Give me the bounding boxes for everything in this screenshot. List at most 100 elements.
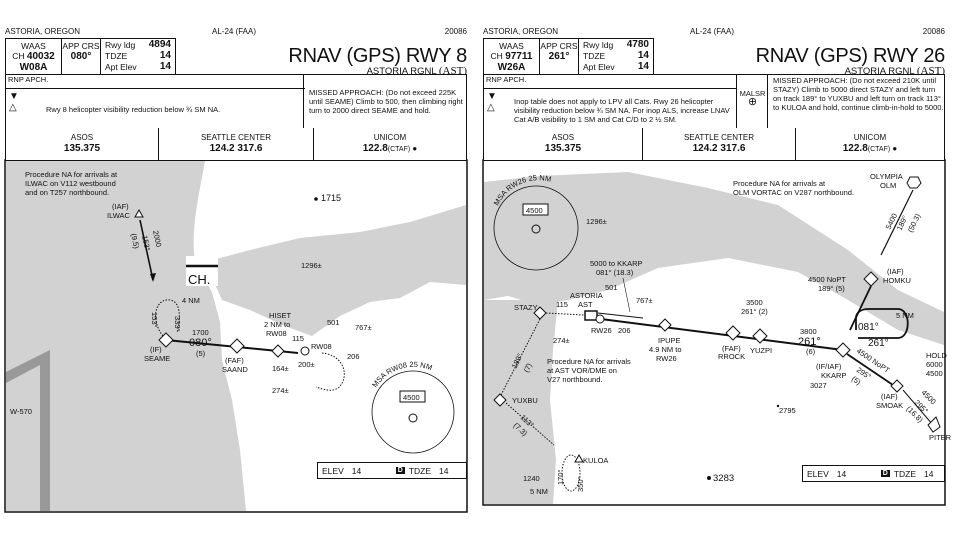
kuloa-label: KULOA: [583, 456, 608, 465]
hold-pattern: [855, 308, 909, 339]
elev-501: 501: [605, 283, 618, 292]
restricted-area-w570: [6, 350, 50, 511]
comm-label: ASOS: [70, 133, 94, 142]
chart-id: AL-24 (FAA): [690, 27, 735, 36]
hold-leg: 5 NM: [896, 311, 914, 320]
rw26-label: RW26: [591, 326, 612, 335]
hold-261: 261°: [868, 338, 889, 349]
procedure-na-note-5: V27 northbound.: [547, 375, 602, 384]
tdze-box-label: TDZE: [408, 465, 432, 476]
notes-box: RNP APCH. ▼△ Inop table does not apply t…: [483, 74, 945, 130]
ilwac-fix-icon: [134, 208, 144, 218]
channel-prefix: CH: [12, 51, 25, 61]
stazy-label: STAZY: [514, 303, 538, 312]
elev-164: 164±: [272, 364, 289, 373]
transition-label: 5000 to KKARP: [590, 259, 643, 268]
airport-label: ASTORIA RGNL: [844, 66, 915, 77]
procedure-na-note-3: Procedure NA for arrivals: [547, 357, 631, 366]
elev-206: 206: [347, 352, 360, 361]
hold-max-alt: 6000: [926, 360, 943, 369]
course-080: 080°: [189, 337, 212, 349]
hold-inbound: 153°: [150, 312, 159, 328]
plan-view: W-570 Procedure NA for arrivals at ILWAC…: [4, 159, 468, 513]
chart-id: AL-24 (FAA): [212, 27, 257, 36]
tdze-label: TDZE: [583, 51, 606, 61]
elev-501: 501: [327, 318, 340, 327]
seame-if: (IF): [150, 345, 162, 354]
airport-icon: [300, 346, 310, 356]
saand-fix-icon: [229, 338, 245, 354]
app-crs-label: APP CRS: [540, 41, 578, 51]
spot-elevation-icon: [707, 476, 711, 480]
yuzpi-label: YUZPI: [750, 346, 772, 355]
yuzpi-fix-icon: [752, 328, 768, 344]
ctaf-icon: ●: [412, 144, 418, 153]
piter-fix-icon: [927, 416, 941, 433]
seame-label: SEAME: [144, 354, 170, 363]
plan-view: MSA RW26 25 NM 4500 1296± Procedure NA f…: [482, 159, 952, 506]
cycle: 20086: [922, 27, 945, 36]
app-crs: 261°: [548, 51, 570, 62]
msa-center-icon: [531, 224, 541, 234]
rnp-label: RNP APCH.: [484, 75, 736, 89]
takeoff-alternate-icons: ▼△: [487, 91, 497, 113]
msa-circle: [371, 370, 455, 454]
hold-081: 081°: [858, 322, 879, 333]
waas-id: W08A: [19, 62, 48, 73]
vortac-icon: [906, 176, 922, 189]
d-icon: D: [880, 470, 890, 477]
elev-value: 14: [836, 468, 847, 479]
airport-icon: [595, 314, 605, 324]
apt-elev: 14: [637, 61, 649, 72]
comm-freq: 135.375: [544, 143, 582, 154]
airport-label: ASTORIA RGNL: [366, 66, 437, 77]
apt-elev: 14: [159, 61, 171, 72]
d-icon: D: [395, 467, 405, 474]
hiset-rwy: RW08: [266, 329, 287, 338]
rnp-label: RNP APCH.: [6, 75, 305, 89]
ipupe-label: IPUPE: [658, 336, 681, 345]
elev-274: 274±: [553, 336, 570, 345]
comm-label: UNICOM: [373, 133, 407, 142]
waas-channel: 40032: [26, 51, 55, 62]
piter-label: PITER: [929, 433, 952, 442]
elev-label: ELEV: [807, 468, 829, 479]
app-crs: 080°: [70, 51, 92, 62]
tdze-box-value: 14: [439, 465, 449, 476]
comm-label: SEATTLE CENTER: [683, 133, 755, 142]
elev-767: 767±: [355, 323, 372, 332]
leader-line: [622, 277, 631, 313]
rrock-faf: (FAF): [722, 344, 741, 353]
elev-274: 274±: [272, 386, 289, 395]
kuloa-350: 350°: [576, 476, 585, 492]
ocean-area: [484, 300, 558, 504]
procedure-title: RNAV (GPS) RWY 8: [288, 45, 467, 67]
feeder-course: 153°: [140, 235, 152, 252]
final-approach-course: [592, 317, 844, 351]
takeoff-alternate-icons: ▼△: [9, 91, 19, 113]
elev-2795: 2795: [779, 406, 796, 415]
homku-label: HOMKU: [883, 276, 911, 285]
ilwac-label: ILWAC: [107, 211, 131, 220]
waas-label: WAAS: [21, 41, 46, 51]
yuxbu-fix-icon: [493, 393, 507, 407]
channel-prefix: CH: [490, 51, 503, 61]
notes-box: RNP APCH. ▼△ Rwy 8 helicopter visibility…: [5, 74, 467, 130]
elev-1715: 1715: [321, 193, 341, 203]
ctaf-icon: ●: [892, 144, 898, 153]
procedure-na-note-3: and on T257 northbound.: [25, 188, 109, 197]
smoak-iaf: (IAF): [881, 392, 898, 401]
app-crs-label: APP CRS: [62, 41, 100, 51]
comm-freq: 122.8: [842, 143, 868, 154]
feeder-dist: (9.5): [129, 233, 141, 250]
rwy-ldg-label: Rwy ldg: [105, 40, 136, 50]
elev-1240: 1240: [523, 474, 540, 483]
missed-dist-7: (7): [522, 361, 534, 374]
olm-label: OLM: [880, 181, 896, 190]
